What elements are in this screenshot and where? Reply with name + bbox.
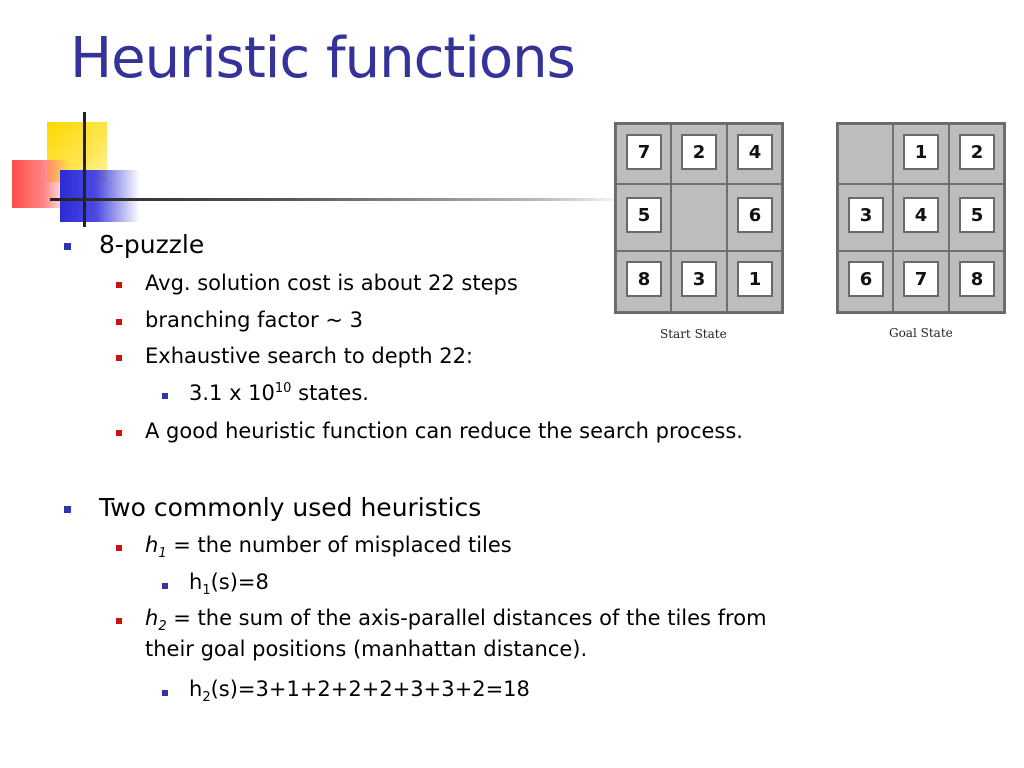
goal-tile: 7 [903, 261, 939, 297]
start-tile: 8 [626, 261, 662, 297]
bullet-marker [162, 583, 168, 589]
decorative-vertical-rule [83, 112, 86, 227]
start-cell: 4 [727, 124, 782, 184]
start-cell: 6 [727, 184, 782, 251]
start-tile: 1 [737, 261, 773, 297]
goal-state-label: Goal State [889, 326, 953, 340]
decorative-blue-square [60, 170, 140, 222]
start-state-board: 7 2 4 5 6 8 3 1 [614, 122, 784, 314]
bullet-good-heuristic: A good heuristic function can reduce the… [145, 419, 743, 443]
goal-cell: 2 [949, 124, 1004, 184]
start-cell: 5 [616, 184, 671, 251]
goal-tile: 4 [903, 197, 939, 233]
start-tile: 5 [626, 197, 662, 233]
bullet-avg-solution-cost: Avg. solution cost is about 22 steps [145, 271, 518, 295]
goal-tile: 1 [903, 134, 939, 170]
slide-title: Heuristic functions [70, 26, 576, 91]
start-cell: 2 [671, 124, 727, 184]
start-cell: 8 [616, 251, 671, 312]
goal-tile: 2 [959, 134, 995, 170]
bullet-exhaustive-search: Exhaustive search to depth 22: [145, 344, 474, 368]
start-cell: 7 [616, 124, 671, 184]
start-state-label: Start State [660, 327, 727, 341]
goal-cell: 1 [893, 124, 949, 184]
start-tile: 3 [681, 261, 717, 297]
bullet-marker [64, 506, 71, 513]
bullet-marker [116, 618, 122, 624]
title-underline-rule [50, 198, 630, 201]
bullet-marker [116, 319, 122, 325]
start-tile: 2 [681, 134, 717, 170]
goal-cell: 6 [838, 251, 893, 312]
goal-tile: 5 [959, 197, 995, 233]
start-tile: 7 [626, 134, 662, 170]
start-cell: 3 [671, 251, 727, 312]
bullet-marker [116, 282, 122, 288]
bullet-marker [116, 430, 122, 436]
goal-blank-cell [838, 124, 893, 184]
bullet-h1-definition: h1 = the number of misplaced tiles [145, 533, 512, 562]
bullet-two-heuristics: Two commonly used heuristics [99, 493, 482, 522]
start-blank-cell [671, 184, 727, 251]
bullet-marker [116, 545, 122, 551]
bullet-h2-definition: h2 = the sum of the axis-parallel distan… [145, 606, 767, 635]
bullet-marker [64, 243, 71, 250]
goal-cell: 4 [893, 184, 949, 251]
bullet-marker [116, 355, 122, 361]
bullet-8-puzzle: 8-puzzle [99, 230, 205, 259]
goal-tile: 3 [848, 197, 884, 233]
goal-tile: 8 [959, 261, 995, 297]
start-tile: 4 [737, 134, 773, 170]
bullet-marker [162, 690, 168, 696]
goal-state-board: 1 2 3 4 5 6 7 8 [836, 122, 1006, 314]
goal-tile: 6 [848, 261, 884, 297]
goal-cell: 5 [949, 184, 1004, 251]
goal-cell: 8 [949, 251, 1004, 312]
bullet-branching-factor: branching factor ~ 3 [145, 308, 363, 332]
bullet-h2-definition-continued: their goal positions (manhattan distance… [145, 637, 588, 661]
bullet-h2-value: h2(s)=3+1+2+2+2+3+3+2=18 [189, 677, 530, 706]
goal-cell: 7 [893, 251, 949, 312]
bullet-states-count: 3.1 x 1010 states. [189, 381, 369, 405]
start-cell: 1 [727, 251, 782, 312]
start-tile: 6 [737, 197, 773, 233]
bullet-marker [162, 393, 168, 399]
goal-cell: 3 [838, 184, 893, 251]
bullet-h1-value: h1(s)=8 [189, 570, 269, 599]
